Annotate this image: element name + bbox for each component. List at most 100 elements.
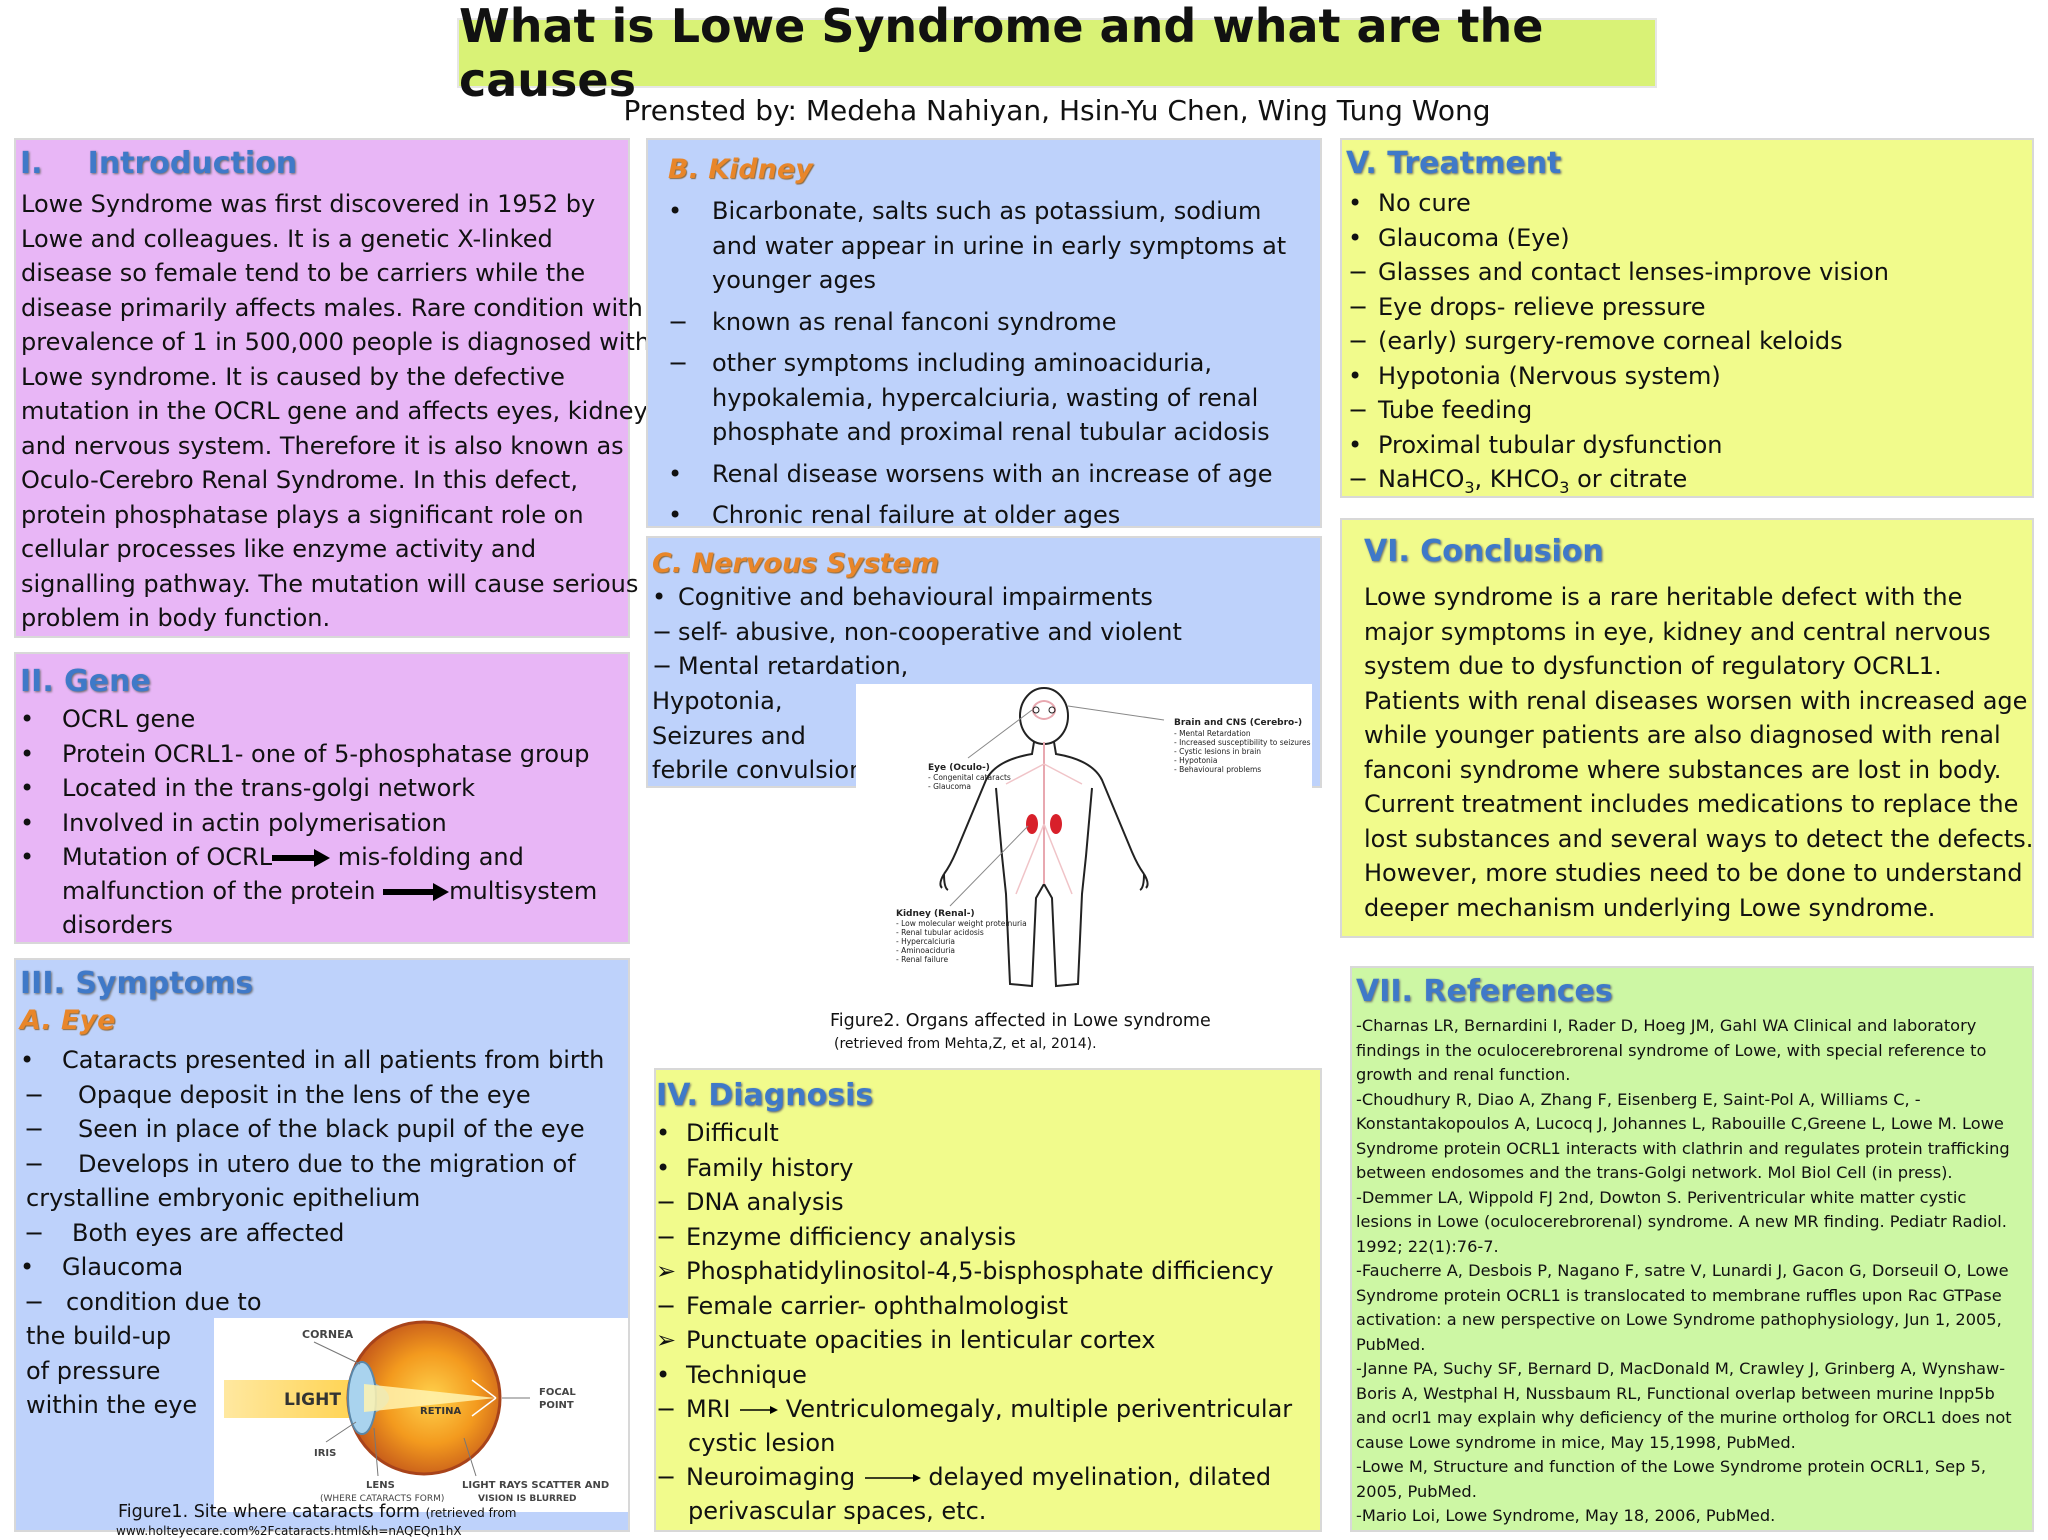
kidney-item-text: Chronic renal failure at older ages [712, 501, 1121, 529]
introduction-line: protein phosphatase plays a significant … [21, 500, 584, 529]
nervous-item: −self- abusive, non-cooperative and viol… [652, 615, 1252, 650]
diagnosis-neuro-label: Neuroimaging [686, 1463, 856, 1491]
gene-item: • OCRL gene [20, 702, 620, 737]
diagnosis-item-text: Female carrier- ophthalmologist [686, 1291, 1069, 1320]
figure1-url: www.holteyecare.com%2Fcataracts.html&h=n… [116, 1524, 462, 1538]
bullet-marker: − [1348, 292, 1369, 321]
treatment-sub-1: 3 [1464, 477, 1475, 497]
conclusion-line: Current treatment includes medications t… [1364, 790, 2019, 818]
bullet-marker: • [656, 1119, 671, 1147]
bullet-marker: − [24, 1149, 45, 1178]
gene-item-text: Involved in actin polymerisation [62, 808, 447, 837]
nervous-tail-line: Hypotonia, [652, 687, 783, 715]
figure2-caption: Figure2. Organs affected in Lowe syndrom… [830, 1011, 1211, 1031]
eye-label-focal: FOCAL [539, 1387, 576, 1398]
diagnosis-mri-line: − MRI Ventriculomegaly, multiple periven… [656, 1395, 1293, 1423]
conclusion-line: system due to dysfunction of regulatory … [1364, 652, 1942, 680]
body-kidney-item: - Hypercalciuria [896, 937, 955, 946]
nervous-item-text: Mental retardation, [678, 652, 909, 680]
introduction-heading: Introduction [87, 146, 298, 181]
conclusion-panel: VI. Conclusion Lowe syndrome is a rare h… [1340, 518, 2034, 938]
eye-symptom-line: • Glaucoma [20, 1250, 620, 1285]
conclusion-line: major symptoms in eye, kidney and centra… [1364, 617, 1991, 646]
nervous-item: −Mental retardation, [652, 649, 1252, 684]
right-arrow-icon [272, 849, 331, 867]
kidney-item-text: known as renal fanconi syndrome [712, 307, 1117, 336]
right-arrow-icon [383, 883, 450, 901]
diagnosis-item-text: Technique [686, 1360, 807, 1389]
eye-symptom-text: condition due to [66, 1287, 262, 1316]
nervous-item-text: self- abusive, non-cooperative and viole… [678, 617, 1182, 646]
treatment-item: −Eye drops- relieve pressure [1348, 290, 2008, 325]
eye-symptom-line: −Develops in utero due to the migration … [20, 1147, 620, 1182]
reference-line: activation: a new perspective on Lowe Sy… [1356, 1310, 2002, 1329]
right-arrow-icon [864, 1474, 921, 1482]
diagnosis-item: −DNA analysis [656, 1185, 1296, 1220]
gene-item-text: OCRL gene [62, 705, 196, 733]
eye-label-iris: IRIS [314, 1448, 336, 1459]
bullet-marker: • [668, 197, 683, 225]
introduction-line: mutation in the OCRL gene and affects ey… [21, 397, 648, 425]
bullet-marker: • [1348, 189, 1363, 217]
reference-line: -Lowe M, Structure and function of the L… [1356, 1457, 1986, 1476]
bullet-marker: − [24, 1218, 45, 1247]
eye-anatomy-figure: CORNEA LIGHT RETINA FOCAL POINT IRIS LEN… [214, 1318, 628, 1512]
figure1-caption-line: Figure1. Site where cataracts form (retr… [118, 1502, 517, 1522]
eye-symptom-line: −condition due to [20, 1285, 620, 1320]
eye-symptom-line: crystalline embryonic epithelium [20, 1181, 620, 1216]
treatment-heading: V. Treatment [1346, 146, 1562, 181]
bullet-marker: − [1348, 396, 1369, 424]
reference-line: Konstantakopoulos A, Lucocq J, Johannes … [1356, 1114, 2004, 1133]
gene-mutation-line-2: malfunction of the protein multisystem [62, 874, 597, 909]
body-kidney-item: - Low molecular weight proteinuria [896, 919, 1027, 928]
conclusion-line: while younger patients are also diagnose… [1364, 721, 2001, 749]
diagnosis-heading: IV. Diagnosis [656, 1078, 874, 1113]
introduction-line: and nervous system. Therefore it is also… [21, 431, 624, 460]
diagnosis-mri-label: MRI [686, 1395, 731, 1423]
body-kidney-item: - Renal failure [896, 955, 948, 964]
reference-line: Syndrome protein OCRL1 interacts with cl… [1356, 1138, 2010, 1158]
bullet-marker: − [24, 1080, 45, 1109]
symptoms-panel: III. Symptoms A. Eye •Cataracts presente… [14, 958, 630, 1532]
treatment-item: •Proximal tubular dysfunction [1348, 428, 2008, 463]
body-diagram: Brain and CNS (Cerebro-) - Mental Retard… [896, 687, 1311, 988]
reference-line: -Choudhury R, Diao A, Zhang F, Eisenberg… [1356, 1089, 1921, 1109]
bullet-marker: − [656, 1291, 677, 1320]
bullet-marker: • [20, 1253, 35, 1281]
bullet-marker: • [652, 583, 667, 611]
gene-item: •Involved in actin polymerisation [20, 806, 620, 841]
bullet-marker: • [20, 705, 35, 733]
reference-line: growth and renal function. [1356, 1065, 1571, 1084]
treatment-item-text: Hypotonia (Nervous system) [1378, 361, 1721, 390]
kidney-list: •Bicarbonate, salts such as potassium, s… [668, 194, 1288, 540]
eye-label-rays: LIGHT RAYS SCATTER AND [462, 1480, 609, 1491]
diagnosis-item-text: DNA analysis [686, 1188, 844, 1216]
diagnosis-item: ➢Phosphatidylinositol-4,5-bisphosphate d… [656, 1254, 1296, 1289]
diagnosis-item-text: Family history [686, 1153, 854, 1182]
poster-title: What is Lowe Syndrome and what are the c… [459, 0, 1544, 107]
reference-line: -Charnas LR, Bernardini I, Rader D, Hoeg… [1356, 1016, 1977, 1035]
diagnosis-neuro-line: − Neuroimaging delayed myelination, dila… [656, 1463, 1272, 1491]
diagnosis-item-text: Phosphatidylinositol-4,5-bisphosphate di… [686, 1257, 1274, 1285]
treatment-panel: V. Treatment •No cure•Glaucoma (Eye)−Gla… [1340, 138, 2034, 498]
eye-symptom-tail-line: the build-up [26, 1322, 172, 1350]
conclusion-line: However, more studies need to be done to… [1364, 859, 2023, 887]
diagnosis-item-text: Punctuate opacities in lenticular cortex [686, 1326, 1156, 1354]
eye-diagram: CORNEA LIGHT RETINA FOCAL POINT IRIS LEN… [224, 1320, 609, 1504]
introduction-line: signalling pathway. The mutation will ca… [21, 569, 639, 598]
diagnosis-item-text: Enzyme difficiency analysis [686, 1222, 1017, 1251]
introduction-line: Lowe Syndrome was first discovered in 19… [21, 190, 596, 218]
eye-symptom-text: Glaucoma [62, 1253, 184, 1281]
gene-item: •Protein OCRL1- one of 5-phosphatase gro… [20, 737, 620, 772]
gene-mutation-text-a: Mutation of OCRL [62, 843, 273, 871]
body-brain-item: - Hypotonia [1174, 756, 1217, 765]
kidney-heading: B. Kidney [668, 154, 813, 185]
conclusion-heading: VI. Conclusion [1364, 534, 1604, 569]
introduction-text: Lowe Syndrome was first discovered in 19… [21, 187, 650, 636]
introduction-line: Lowe syndrome. It is caused by the defec… [21, 362, 565, 391]
eye-symptom-line: −Opaque deposit in the lens of the eye [20, 1078, 620, 1113]
reference-line: 2005, PubMed. [1356, 1481, 1477, 1501]
kidney-item: •Renal disease worsens with an increase … [668, 457, 1288, 492]
treatment-last-line: − NaHCO3, KHCO3 or citrate [1348, 465, 1688, 497]
references-text: -Charnas LR, Bernardini I, Rader D, Hoeg… [1356, 1014, 2012, 1529]
